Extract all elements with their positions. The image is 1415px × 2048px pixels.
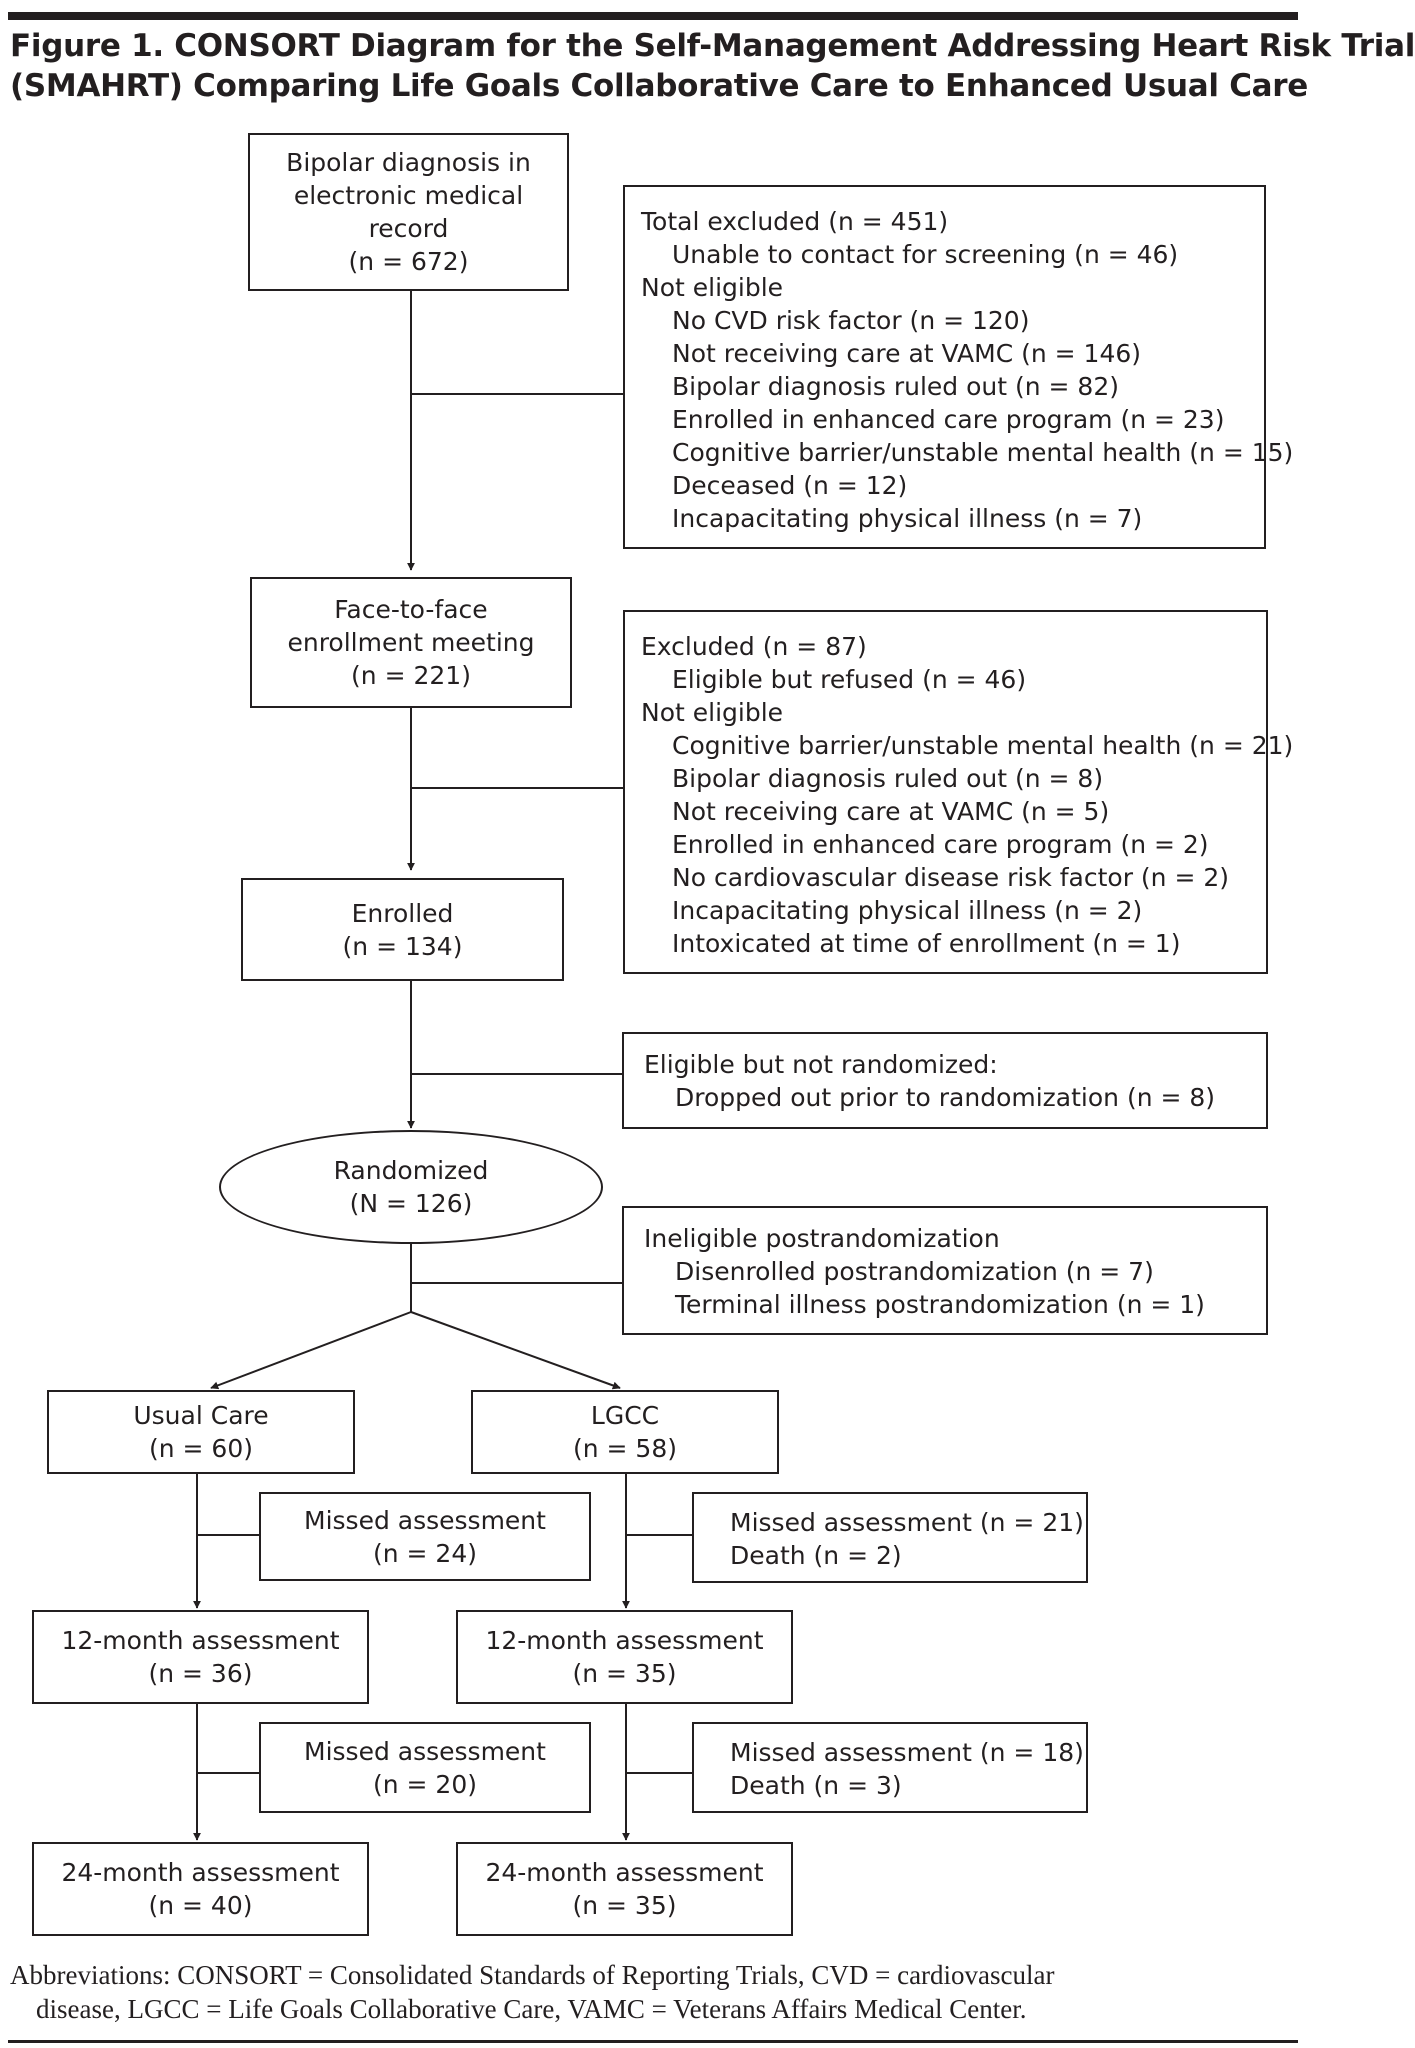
usual-care-label: Usual Care — [133, 1401, 269, 1430]
enrolled-box: Enrolled (n = 134) — [241, 878, 564, 981]
excluded-2-item: Bipolar diagnosis ruled out (n = 8) — [672, 764, 1104, 793]
enrolled-count: (n = 134) — [342, 931, 463, 961]
lgcc-death-12: Death (n = 2) — [730, 1541, 902, 1570]
excluded-box-1: Total excluded (n = 451) Unable to conta… — [623, 185, 1294, 549]
excluded-2-item: Not receiving care at VAMC (n = 5) — [672, 797, 1110, 826]
top-rule — [8, 12, 1298, 20]
excluded-1-item: No CVD risk factor (n = 120) — [672, 306, 1030, 335]
excluded-2-item: No cardiovascular disease risk factor (n… — [672, 863, 1230, 892]
excluded-1-item: Bipolar diagnosis ruled out (n = 82) — [672, 372, 1119, 401]
uc-24-month-label: 24-month assessment — [61, 1858, 340, 1887]
excluded-1-item: Cognitive barrier/unstable mental health… — [672, 438, 1294, 467]
uc-missed-24-label: Missed assessment — [304, 1736, 546, 1766]
excluded-2-item: Enrolled in enhanced care program (n = 2… — [672, 830, 1209, 859]
lgcc-label: LGCC — [590, 1401, 660, 1430]
not-randomized-box: Eligible but not randomized: Dropped out… — [622, 1032, 1268, 1129]
ehr-box: Bipolar diagnosis in electronic medical … — [248, 133, 569, 291]
usual-care-box: Usual Care (n = 60) — [47, 1390, 355, 1474]
usual-care-count: (n = 60) — [148, 1434, 253, 1463]
lgcc-missed-12-box: Missed assessment (n = 21) Death (n = 2) — [692, 1492, 1088, 1583]
excluded-box-2: Excluded (n = 87) Eligible but refused (… — [623, 610, 1294, 974]
lgcc-12-month-label: 12-month assessment — [485, 1626, 764, 1655]
excluded-2-item: Incapacitating physical illness (n = 2) — [672, 896, 1143, 925]
consort-figure: { "title": { "line1": "Figure 1. CONSORT… — [8, 12, 1415, 2043]
excluded-1-item: Unable to contact for screening (n = 46) — [672, 240, 1179, 269]
post-rand-item: Disenrolled postrandomization (n = 7) — [675, 1257, 1154, 1286]
lgcc-missed-24-label: Missed assessment (n = 18) — [730, 1738, 1084, 1767]
randomized-count: (N = 126) — [349, 1189, 473, 1218]
enrolled-label: Enrolled — [351, 898, 454, 928]
ehr-line-1: Bipolar diagnosis in — [286, 148, 531, 177]
arrow-to-lgcc — [410, 1311, 621, 1390]
excluded-2-item: Eligible but refused (n = 46) — [672, 665, 1027, 694]
excluded-1-item: Incapacitating physical illness (n = 7) — [672, 504, 1143, 533]
uc-12-month-label: 12-month assessment — [61, 1626, 340, 1655]
excluded-2-header: Excluded (n = 87) — [641, 632, 867, 661]
post-rand-header: Ineligible postrandomization — [644, 1224, 1000, 1253]
lgcc-24-month-label: 24-month assessment — [485, 1858, 764, 1887]
excluded-2-item: Cognitive barrier/unstable mental health… — [672, 731, 1294, 760]
ehr-count: (n = 672) — [348, 247, 469, 276]
uc-missed-12-count: (n = 24) — [372, 1538, 477, 1568]
meeting-line-2: enrollment meeting — [287, 628, 535, 657]
connector-lines — [193, 290, 692, 1841]
meeting-box: Face-to-face enrollment meeting (n = 221… — [250, 577, 572, 708]
title-line-2: (SMAHRT) Comparing Life Goals Collaborat… — [10, 68, 1308, 104]
ehr-line-2: electronic medical — [293, 181, 524, 210]
lgcc-24-month-count: (n = 35) — [572, 1891, 677, 1920]
uc-missed-12-box: Missed assessment (n = 24) — [259, 1492, 591, 1581]
randomized-label: Randomized — [333, 1156, 489, 1185]
not-randomized-item: Dropped out prior to randomization (n = … — [675, 1083, 1216, 1112]
post-rand-box: Ineligible postrandomization Disenrolled… — [622, 1206, 1268, 1335]
excluded-2-subheader: Not eligible — [641, 698, 784, 727]
arrow-to-usual-care — [210, 1311, 412, 1390]
lgcc-12-month-count: (n = 35) — [572, 1659, 677, 1688]
lgcc-count: (n = 58) — [572, 1434, 677, 1463]
abbreviations-footnote: Abbreviations: CONSORT = Consolidated St… — [10, 1958, 1300, 2026]
not-randomized-header: Eligible but not randomized: — [644, 1050, 998, 1079]
uc-24-month-box: 24-month assessment (n = 40) — [32, 1842, 369, 1936]
excluded-1-item: Not receiving care at VAMC (n = 146) — [672, 339, 1142, 368]
lgcc-box: LGCC (n = 58) — [471, 1390, 779, 1474]
bottom-rule — [8, 2040, 1298, 2043]
uc-missed-24-count: (n = 20) — [372, 1769, 477, 1799]
excluded-1-item: Enrolled in enhanced care program (n = 2… — [672, 405, 1225, 434]
excluded-1-item: Deceased (n = 12) — [672, 471, 908, 500]
meeting-line-1: Face-to-face — [334, 595, 488, 624]
lgcc-death-24: Death (n = 3) — [730, 1771, 902, 1800]
figure-title: Figure 1. CONSORT Diagram for the Self-M… — [10, 26, 1415, 106]
lgcc-12-month-box: 12-month assessment (n = 35) — [456, 1610, 793, 1704]
uc-24-month-count: (n = 40) — [148, 1891, 253, 1920]
uc-missed-24-box: Missed assessment (n = 20) — [259, 1722, 591, 1813]
ehr-line-3: record — [368, 214, 449, 243]
meeting-count: (n = 221) — [351, 661, 471, 690]
randomized-ellipse: Randomized (N = 126) — [219, 1130, 603, 1244]
uc-12-month-box: 12-month assessment (n = 36) — [32, 1610, 369, 1704]
lgcc-24-month-box: 24-month assessment (n = 35) — [456, 1842, 793, 1936]
lgcc-missed-12-label: Missed assessment (n = 21) — [730, 1508, 1084, 1537]
post-rand-item: Terminal illness postrandomization (n = … — [675, 1290, 1205, 1319]
excluded-1-subheader: Not eligible — [641, 273, 784, 302]
excluded-1-header: Total excluded (n = 451) — [641, 207, 949, 236]
footnote-line-2: disease, LGCC = Life Goals Collaborative… — [36, 1994, 1027, 2024]
uc-missed-12-label: Missed assessment — [304, 1505, 546, 1535]
lgcc-missed-24-box: Missed assessment (n = 18) Death (n = 3) — [692, 1722, 1088, 1813]
footnote-line-1: Abbreviations: CONSORT = Consolidated St… — [10, 1960, 1055, 1990]
title-line-1: Figure 1. CONSORT Diagram for the Self-M… — [10, 28, 1415, 64]
excluded-2-item: Intoxicated at time of enrollment (n = 1… — [672, 929, 1181, 958]
uc-12-month-count: (n = 36) — [148, 1659, 253, 1688]
